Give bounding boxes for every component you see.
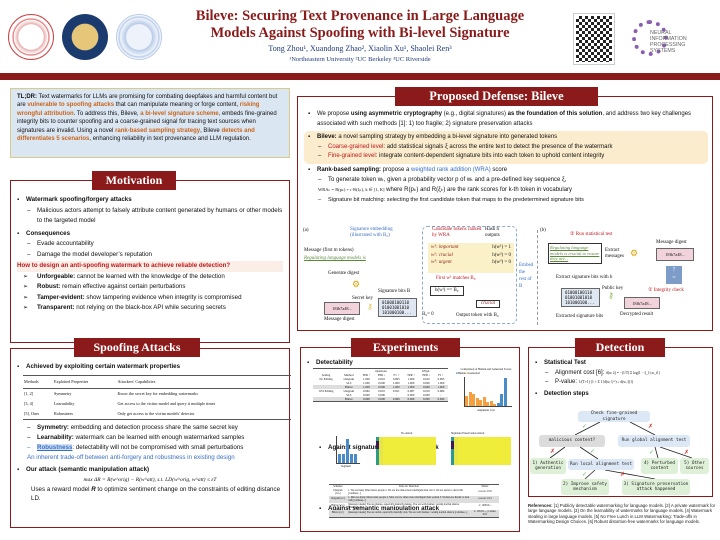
signature-embedding-diagram: (a) Signature embedding (illustrated wit… [303,226,534,324]
check-icon: ✓ [582,424,588,430]
gear-icon: ⚙ [630,248,639,258]
flow-local-alignment: Run local alignment test [568,459,634,470]
check-icon: ✓ [590,449,596,455]
poster-title: Bileve: Securing Text Provenance in Larg… [195,8,525,41]
key-icon: ⚷ [608,291,614,300]
spoofing-attacks-heading: Spoofing Attacks [74,338,200,357]
table-row: Unigram (w/)1. Men are many times better… [329,495,499,503]
experiments-heading: Experiments [351,338,460,357]
research-question: How to design an anti-spoofing watermark… [17,261,283,272]
key-icon: ⚷ [367,302,373,311]
header-divider [0,73,720,80]
cross-icon: ✗ [550,449,556,455]
gear-icon: ⚙ [352,279,361,289]
flow-global-alignment: Run global alignment test [618,435,690,447]
flow-other-sources: 5) Other sources [680,458,709,474]
cross-icon: ✗ [648,424,654,430]
uc-berkeley-seal-logo [62,14,108,60]
references: References: [1] Publicly detectable wate… [528,503,716,525]
table-row: Bileve (w/)[message tokens] You are awfu… [329,509,499,517]
flow-malicious-content: malicious content? [539,435,605,447]
preservation-attack-heatmap [451,437,511,465]
flow-preservation-attack: 3) Signature preservation attack happene… [622,479,690,495]
authors: Tong Zhou¹, Xuandong Zhao², Xiaolin Xu¹,… [268,44,452,53]
check-icon: ✓ [649,450,655,456]
proposed-defense-section: We propose using asymmetric cryptography… [297,96,713,331]
flow-perturbed-content: 4) Perturbed content [641,458,678,474]
tldr-box: TL;DR: Text watermarks for LLMs are prom… [10,88,290,158]
attack-formula: max ΔR = R(w^orig) − R(w^att), s.t. LD(w… [83,477,217,483]
cross-icon: ✗ [620,472,626,478]
table-row: Bileve (w/o)[message tokens] You are mat… [331,502,492,510]
bileve-highlight-box: Bileve: a novel sampling strategy by emb… [304,131,708,164]
northeastern-seal-logo [8,14,54,60]
cross-icon: ✗ [684,450,690,456]
qr-code[interactable] [573,13,615,65]
uc-riverside-seal-logo [116,14,162,60]
neurips-logo: NEURAL INFORMATION PROCESSING SYSTEMS [632,16,712,62]
tradeoff-note: An inherent trade-off between anti-forge… [27,454,235,461]
motivation-section: Watermark spoofing/forgery attacks Malic… [10,180,290,343]
affiliations: ¹Northeastern University ²UC Berkeley ³U… [289,56,431,63]
motivation-heading: Motivation [92,171,176,190]
no-attack-heatmap [376,437,436,465]
flow-improve-safety: 2) Improve safety mechanism [561,479,609,495]
proposed-defense-heading: Proposed Defense: Bileve [395,87,598,106]
detection-heading: Detection [575,338,665,357]
spoofing-attacks-section: Achieved by exploiting certain watermark… [10,348,291,528]
table-row: Unigram (w/o)1. We are many times better… [333,488,492,496]
flow-check-signature: Check fine-grained signature [578,411,650,422]
signature-verification-diagram: (b) ② Run statistical test Regulating la… [540,226,710,326]
check-icon: ✓ [582,472,588,478]
score-histogram: Comparison of Human and Generated Scores… [456,368,512,413]
flow-authentic-generation: 1) Authentic generation [530,458,566,474]
segment-bar-chart [336,436,360,464]
diagram-divider [537,230,538,325]
